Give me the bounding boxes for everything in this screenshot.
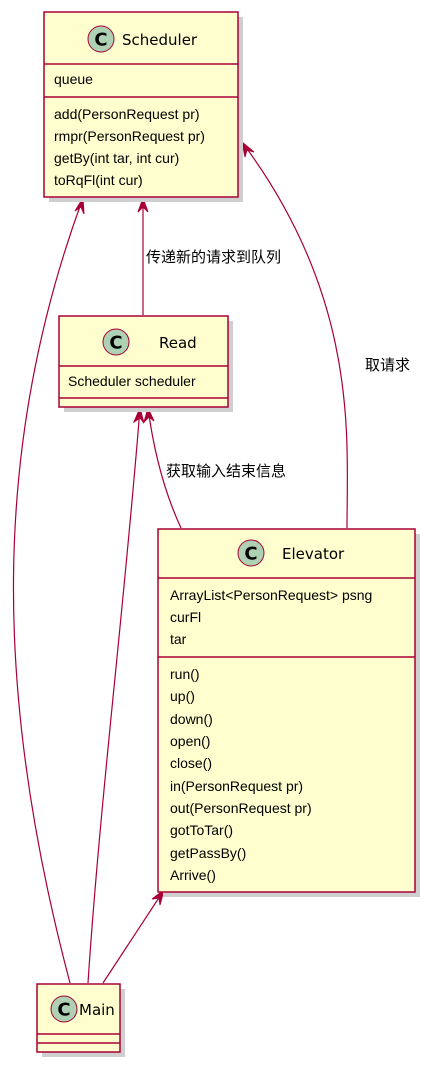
label-elevator-read: 获取输入结束信息	[166, 462, 286, 480]
attribute: tar	[170, 631, 187, 647]
class-read: C Read Scheduler scheduler	[58, 315, 233, 412]
attribute: ArrayList<PersonRequest> psng	[170, 587, 372, 603]
method: gotToTar()	[170, 822, 233, 838]
class-glyph-letter: C	[244, 544, 257, 565]
method: toRqFl(int cur)	[54, 172, 143, 188]
method: open()	[170, 733, 210, 749]
arrow-read-scheduler	[137, 196, 149, 213]
class-name: Scheduler	[122, 31, 198, 49]
class-name: Read	[159, 334, 197, 352]
class-main: C Main	[36, 983, 125, 1057]
method: in(PersonRequest pr)	[170, 778, 303, 794]
arrow-main-read	[132, 406, 145, 424]
class-glyph-letter: C	[57, 1000, 70, 1021]
method: add(PersonRequest pr)	[54, 106, 200, 122]
edge-main-elevator	[102, 889, 165, 984]
label-read-scheduler: 传递新的请求到队列	[146, 248, 281, 266]
label-elevator-scheduler: 取请求	[365, 356, 410, 374]
method: close()	[170, 755, 212, 771]
class-glyph-icon	[237, 539, 265, 567]
edge-main-read	[87, 407, 141, 984]
method: rmpr(PersonRequest pr)	[54, 128, 205, 144]
class-elevator: C Elevator ArrayList<PersonRequest> psng…	[157, 528, 420, 897]
class-glyph-icon	[102, 328, 130, 356]
attribute: Scheduler scheduler	[68, 373, 196, 389]
arrow-elevator-read	[142, 406, 155, 424]
edge-main-scheduler	[12, 197, 84, 984]
class-glyph-icon	[50, 995, 78, 1023]
method: down()	[170, 711, 213, 727]
method: getPassBy()	[170, 845, 246, 861]
attribute: queue	[54, 71, 93, 87]
class-name: Elevator	[282, 545, 345, 563]
class-scheduler: C Scheduler queue add(PersonRequest pr) …	[43, 11, 243, 202]
class-glyph-letter: C	[109, 333, 122, 354]
class-glyph-letter: C	[94, 30, 107, 51]
class-glyph-icon	[87, 25, 115, 53]
method: up()	[170, 688, 195, 704]
edge-elevator-read	[147, 407, 182, 529]
method: run()	[170, 666, 200, 682]
class-name: Main	[79, 1001, 115, 1019]
method: Arrive()	[170, 867, 216, 883]
arrow-elevator-scheduler	[241, 140, 255, 158]
method: getBy(int tar, int cur)	[54, 150, 179, 166]
edge-elevator-scheduler	[241, 141, 349, 529]
method: out(PersonRequest pr)	[170, 800, 312, 816]
attribute: curFl	[170, 609, 201, 625]
arrow-main-elevator	[151, 888, 165, 906]
